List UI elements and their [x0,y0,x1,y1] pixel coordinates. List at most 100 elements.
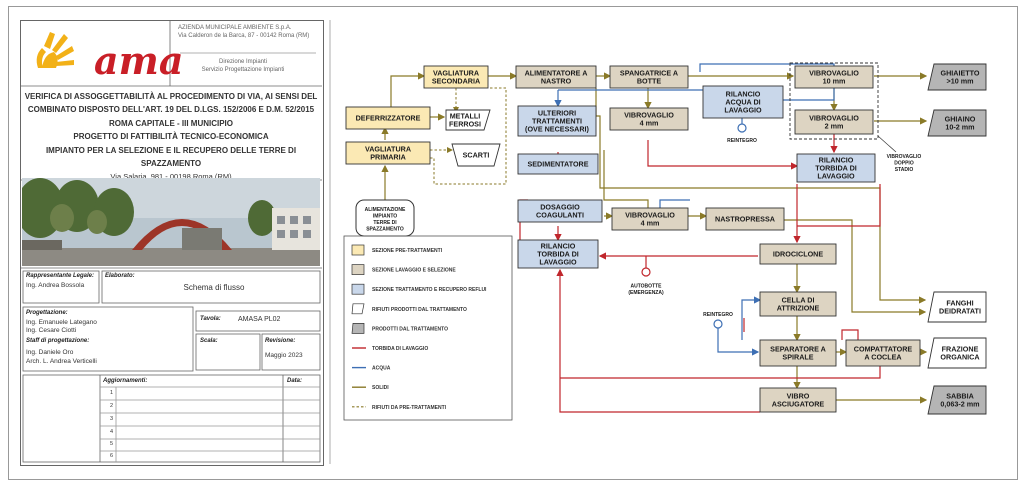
node-label: 4 mm [641,219,660,228]
staff-label: Staff di progettazione: [26,338,90,344]
node-label: CELLA DI [782,296,815,305]
node-label: VIBROVAGLIO [624,111,674,120]
node-label: SCARTI [463,151,490,160]
legend-item: SEZIONE PRE-TRATTAMENTI [351,244,443,256]
node-label: SPANGATRICE A [620,69,678,78]
company-name: AZIENDA MUNICIPALE AMBIENTE S.p.A. [178,25,292,31]
update-row-num: 2 [110,403,114,409]
legend-label: RIFIUTI DA PRE-TRATTAMENTI [372,405,447,411]
progettazione-label: Progettazione: [26,310,68,316]
node-label: PRIMARIA [370,153,406,162]
node-label: FERROSI [449,120,481,129]
node-label: RILANCIO [726,90,761,99]
node-label: AUTOBOTTE [630,283,662,289]
progettazione-line-1: Ing. Emanuele Lategano [26,319,97,326]
node-label: IMPIANTO [373,213,397,219]
legend-label: SEZIONE TRATTAMENTO E RECUPERO REFLUI [372,287,487,293]
node-label: LAVAGGIO [539,258,577,267]
node-label: (EMERGENZA) [628,290,664,296]
node-label: DEIDRATATI [939,307,981,316]
node-label: FANGHI [946,299,973,308]
node-label: SPIRALE [782,353,813,362]
legend-label: ACQUA [372,366,391,372]
legend-item: SOLIDI [352,385,389,391]
legal-rep-label: Rappresentante Legale: [26,273,95,279]
node-label: VAGLIATURA [365,145,411,154]
node-label: STADIO [895,167,914,173]
aggiornamenti-label: Aggiornamenti: [103,378,148,384]
legend-item: TORBIDA DI LAVAGGIO [352,346,428,352]
data-label: Data: [287,378,303,384]
reintegro-icon [737,123,747,133]
autobotte-icon [641,267,651,277]
node-label: DOSAGGIO [540,203,580,212]
legend-item: RIFIUTI DA PRE-TRATTAMENTI [352,405,447,411]
node-label: SEPARATORE A [770,345,826,354]
node-label: IDROCICLONE [773,250,824,259]
legend-label: SEZIONE LAVAGGIO E SELEZIONE [372,268,456,274]
reintegro-label: REINTEGRO [727,138,757,144]
update-row-num: 5 [110,441,114,447]
elaborato-value: Schema di flusso [183,283,245,292]
node-label: LAVAGGIO [817,172,855,181]
node-label: TRATTAMENTI [532,117,582,126]
ama-logo-icon [36,32,74,68]
node-label: FRAZIONE [942,345,979,354]
update-row-num: 6 [110,453,114,459]
node-label: VIBROVAGLIO [625,211,675,220]
reintegro-label: REINTEGRO [703,312,733,318]
site-photo [22,178,320,266]
node-label: SPAZZAMENTO [366,226,404,232]
node-label: A COCLEA [864,353,901,362]
node-label: VIBROVAGLIO [887,154,922,160]
node-label: GHIAINO [945,115,976,124]
node-label: 10 mm [823,77,846,86]
node-label: TERRE DI [373,220,397,226]
node-label: 0,063-2 mm [940,400,979,409]
legend-item: RIFIUTI PRODOTTI DAL TRATTAMENTO [351,303,467,315]
tavola-label: Tavola: [200,316,221,322]
company-address: Via Calderon de la Barca, 87 - 00142 Rom… [178,33,310,39]
node-label: 4 mm [640,119,659,128]
node-label: COMPATTATORE [854,345,913,354]
node-label: ALIMENTATORE A [525,69,588,78]
direction-line1: Direzione Impianti [218,59,268,65]
node-label: GHIAIETTO [940,69,979,78]
double-stage-outline [789,62,879,140]
sheet-frame [8,6,1018,480]
node-label: NASTROPRESSA [715,215,775,224]
node-label: VAGLIATURA [433,69,479,78]
node-label: LAVAGGIO [724,106,762,115]
product-scarti: SCARTI [451,143,501,167]
node-label: 10-2 mm [945,123,974,132]
legend-label: RIFIUTI PRODOTTI DAL TRATTAMENTO [372,307,467,313]
project-title: VERIFICA DI ASSOGGETTABILITÀ AL PROCEDIM… [22,90,320,184]
direction-line2: Servizio Progettazione Impianti [201,67,285,73]
node-label: VIBRO [787,392,810,401]
node-label: RILANCIO [819,156,854,165]
progettazione-line-2: Ing. Cesare Ciotti [26,327,77,334]
legend-item: PRODOTTI DAL TRATTAMENTO [351,323,448,334]
title-line-4: PROGETTO DI FATTIBILITÀ TECNICO-ECONOMIC… [73,132,269,142]
legend-label: PRODOTTI DAL TRATTAMENTO [372,326,448,332]
staff-line-2: Arch. L. Andrea Verticelli [26,358,97,365]
legend-item: SEZIONE LAVAGGIO E SELEZIONE [351,264,456,275]
update-row-num: 4 [110,429,114,435]
node-label: RILANCIO [541,242,576,251]
node-label: TORBIDA DI [815,164,857,173]
